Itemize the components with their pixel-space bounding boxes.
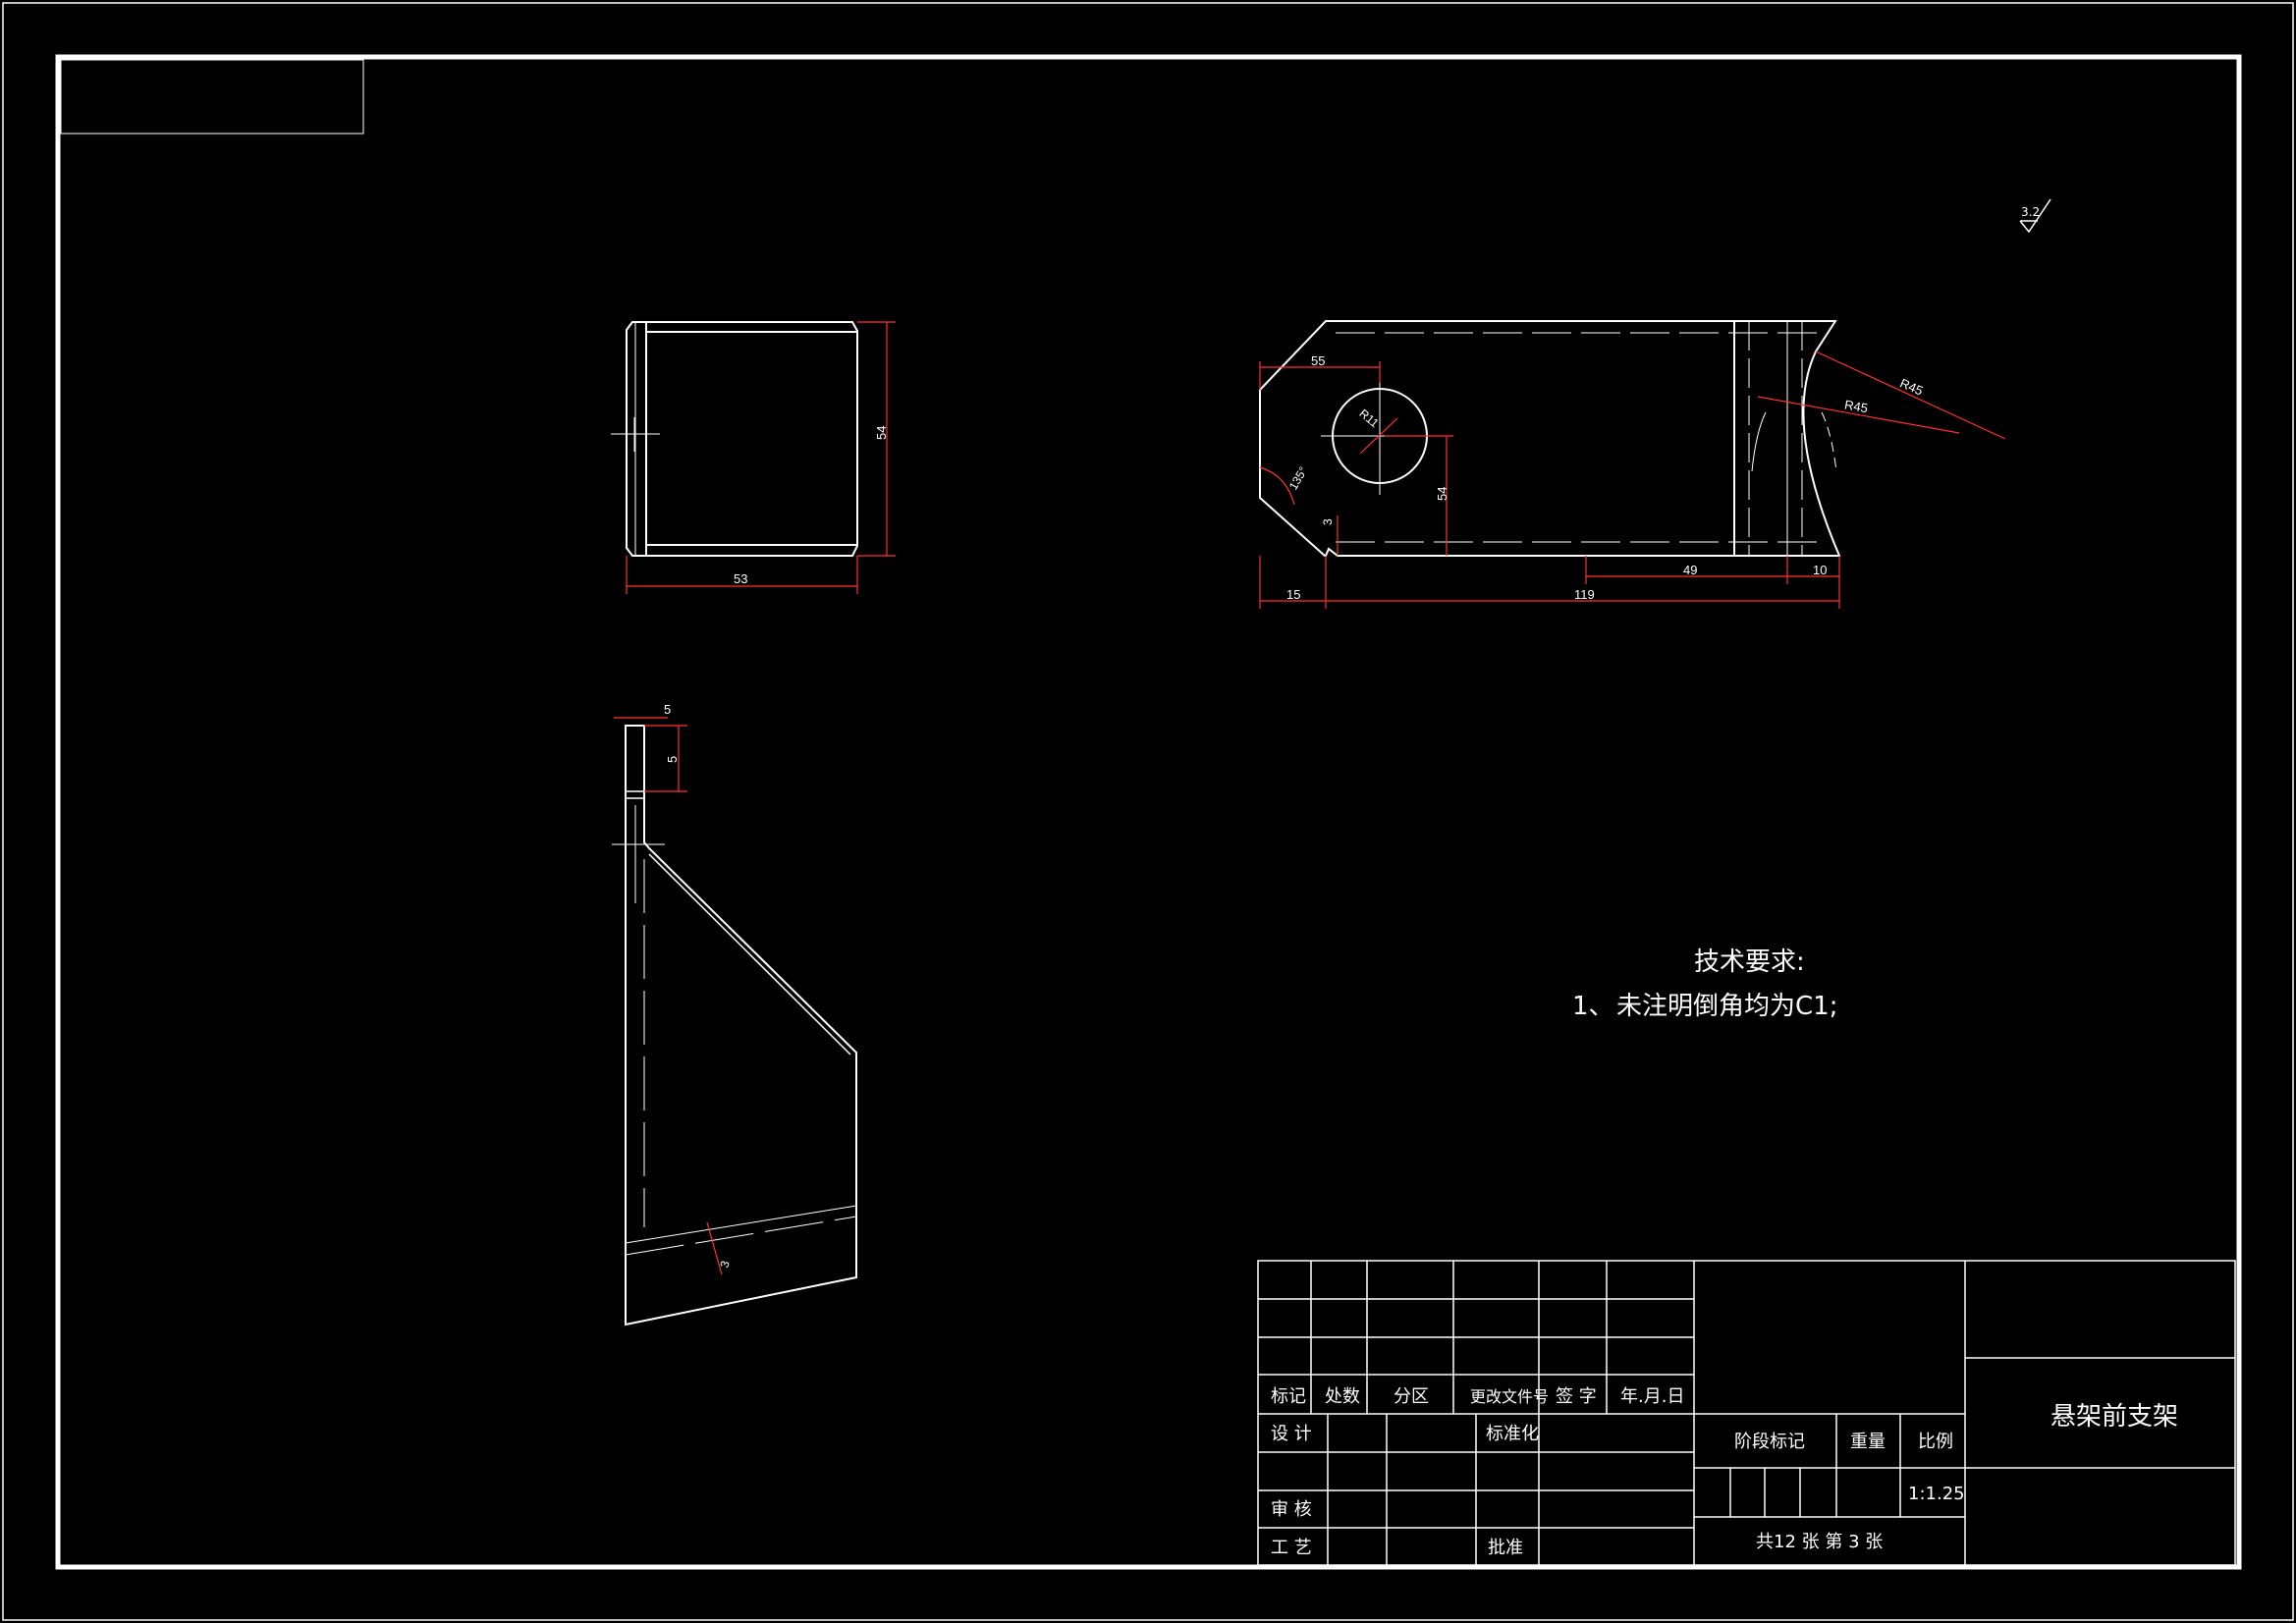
front-gap-dim: 3 — [1321, 518, 1335, 525]
rev-header-count: 处数 — [1325, 1386, 1360, 1407]
technical-requirements: 技术要求: 1、 未注明倒角均为C1; — [1572, 947, 1837, 1021]
rev-header-mark: 标记 — [1271, 1386, 1306, 1407]
front-right-offset-dim: 10 — [1813, 563, 1827, 577]
side-top-length-dim: 5 — [665, 756, 680, 763]
sheet-count: 共12 张 第 3 张 — [1756, 1532, 1883, 1552]
design-label: 设 计 — [1271, 1424, 1312, 1444]
roughness-value: 3.2 — [2021, 205, 2040, 219]
top-view-height-dim: 54 — [874, 426, 889, 440]
front-height-dim: 54 — [1435, 487, 1449, 501]
tech-req-item-text: 未注明倒角均为C1; — [1616, 992, 1837, 1021]
approve-label: 批准 — [1488, 1538, 1523, 1558]
weight-label: 重量 — [1850, 1432, 1886, 1452]
surface-roughness-symbol: 3.2 — [2019, 198, 2051, 234]
stage-mark-label: 阶段标记 — [1734, 1432, 1805, 1452]
process-label: 工 艺 — [1271, 1538, 1312, 1558]
front-left-offset-dim: 15 — [1286, 587, 1300, 602]
side-view — [612, 725, 857, 1326]
tech-req-item-number: 1、 — [1572, 992, 1614, 1021]
top-view — [611, 321, 858, 557]
side-thickness-dim: 5 — [664, 702, 671, 717]
part-name: 悬架前支架 — [2050, 1402, 2178, 1432]
front-slot-dim: 49 — [1683, 563, 1697, 577]
front-overall-dim: 119 — [1574, 587, 1595, 602]
front-view-dimensions — [1259, 351, 2006, 609]
rev-header-sign: 签 字 — [1556, 1386, 1597, 1407]
rev-header-date: 年.月.日 — [1620, 1386, 1684, 1407]
tech-req-heading: 技术要求: — [1694, 947, 1805, 977]
review-label: 审 核 — [1271, 1499, 1312, 1520]
front-view-hidden-lines — [1336, 332, 1822, 543]
title-block — [1257, 1260, 2236, 1566]
front-left-edge-dim: 55 — [1311, 353, 1325, 368]
top-view-dimensions — [626, 321, 896, 594]
arc-radius-2-dim: R45 — [1843, 397, 1869, 415]
scale-label: 比例 — [1918, 1432, 1953, 1452]
rev-header-zone: 分区 — [1394, 1386, 1429, 1407]
side-view-dimensions — [614, 717, 723, 1275]
side-bottom-gap-dim: 3 — [717, 1259, 732, 1269]
rev-header-doc: 更改文件号 — [1470, 1387, 1549, 1406]
scale-value: 1:1.25 — [1908, 1484, 1965, 1504]
standardize-label: 标准化 — [1486, 1424, 1539, 1444]
title-block-labels: 标记 处数 分区 更改文件号 签 字 年.月.日 设 计 标准化 审 核 工 艺… — [1271, 1386, 2178, 1558]
top-view-width-dim: 53 — [734, 571, 747, 586]
